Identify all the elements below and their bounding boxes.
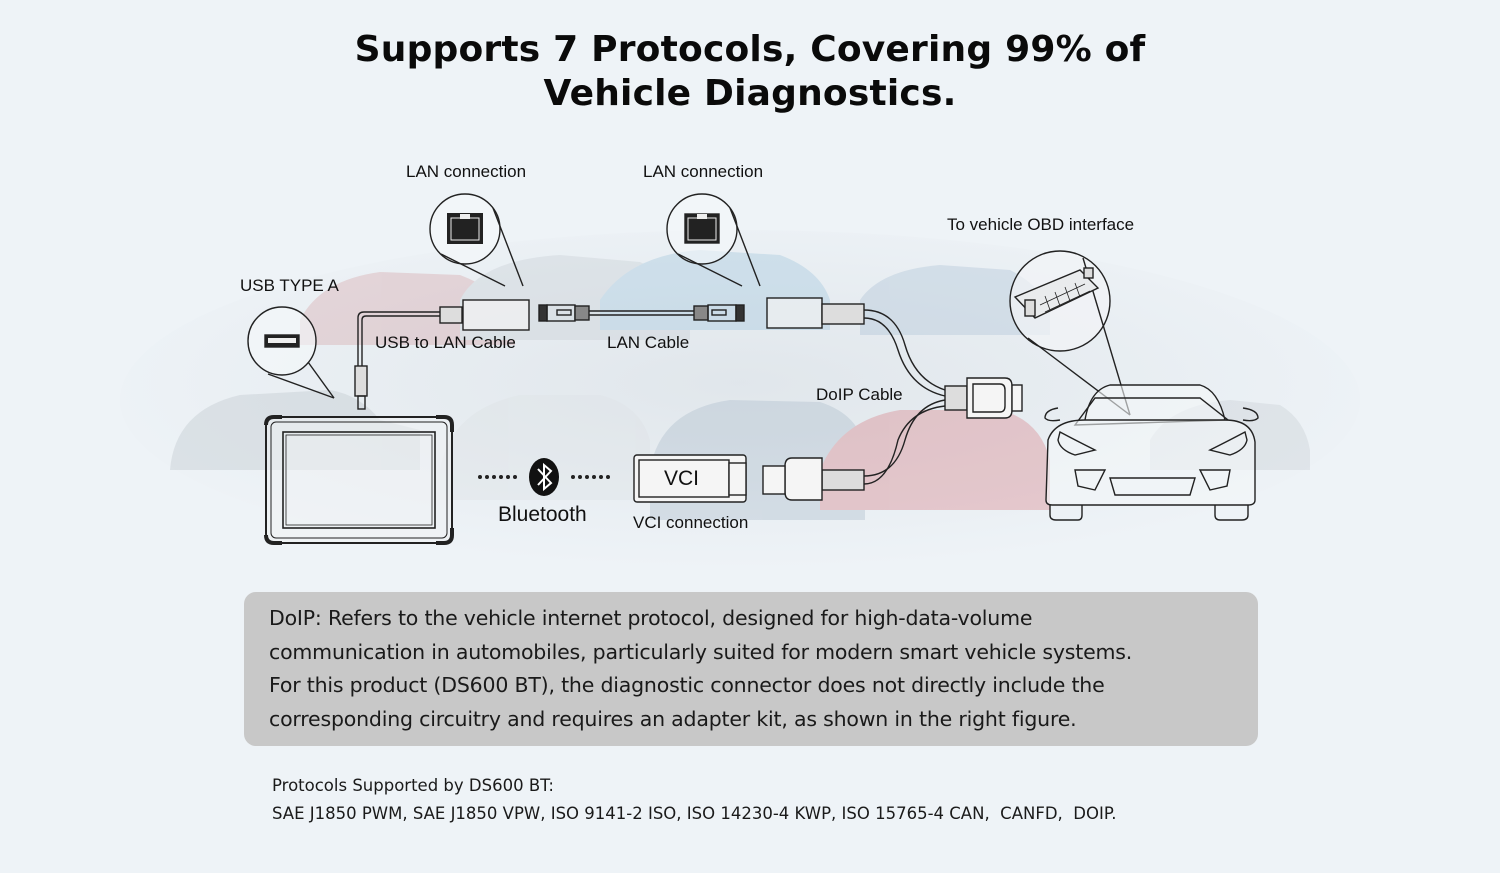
note-line: For this product (DS600 BT), the diagnos… bbox=[269, 673, 1105, 697]
usb-to-lan-cable bbox=[354, 299, 530, 410]
label-lan-connection-1: LAN connection bbox=[406, 162, 527, 181]
label-vci-connection: VCI connection bbox=[633, 513, 749, 532]
label-doip-cable: DoIP Cable bbox=[816, 385, 903, 404]
doip-note-box: DoIP: Refers to the vehicle internet pro… bbox=[244, 592, 1258, 746]
title-line-2: Vehicle Diagnostics. bbox=[543, 73, 957, 114]
page-title: Supports 7 Protocols, Covering 99% of Ve… bbox=[0, 28, 1500, 116]
label-obd-interface: To vehicle OBD interface bbox=[947, 215, 1135, 234]
bluetooth-icon bbox=[529, 458, 559, 496]
label-lan-cable: LAN Cable bbox=[607, 333, 690, 352]
lan-port-icon bbox=[666, 193, 761, 287]
note-line: communication in automobiles, particular… bbox=[269, 639, 1133, 664]
vci-icon bbox=[633, 454, 747, 503]
tablet-icon bbox=[264, 415, 454, 545]
protocols-list: SAE J1850 PWM, SAE J1850 VPW, ISO 9141-2… bbox=[272, 804, 1117, 823]
lan-cable bbox=[538, 304, 745, 322]
car-icon bbox=[1044, 384, 1259, 521]
label-vci: VCI bbox=[664, 467, 700, 490]
usb-port-icon bbox=[247, 306, 335, 399]
label-lan-connection-2: LAN connection bbox=[643, 162, 764, 181]
lan-port-icon bbox=[429, 193, 524, 287]
protocols-section: Protocols Supported by DS600 BT: SAE J18… bbox=[272, 772, 1116, 828]
label-bluetooth: Bluetooth bbox=[498, 503, 587, 526]
label-usb-to-lan-cable: USB to LAN Cable bbox=[375, 333, 516, 352]
label-usb-type-a: USB TYPE A bbox=[240, 276, 339, 295]
note-line: corresponding circuitry and requires an … bbox=[269, 706, 1077, 731]
note-line: DoIP: Refers to the vehicle internet pro… bbox=[269, 606, 1033, 630]
bluetooth-link bbox=[478, 458, 610, 496]
doip-cable bbox=[762, 297, 1023, 501]
protocols-heading: Protocols Supported by DS600 BT: bbox=[272, 776, 554, 795]
title-line-1: Supports 7 Protocols, Covering 99% of bbox=[354, 29, 1146, 70]
